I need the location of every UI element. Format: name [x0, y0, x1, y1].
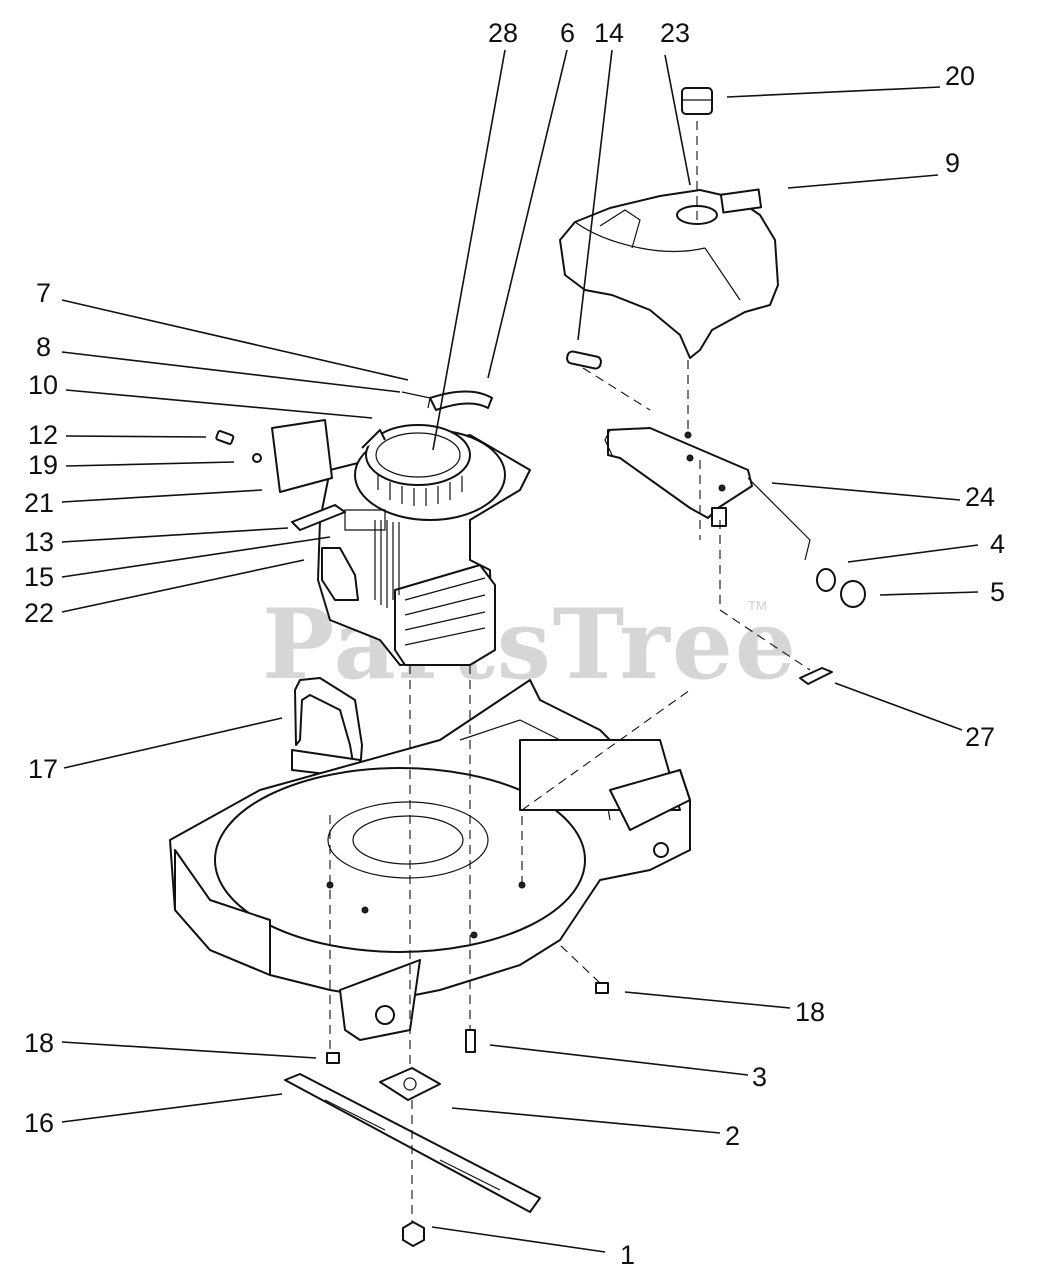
callout-9: 9 [945, 148, 960, 178]
fitting [401, 391, 431, 409]
alignment-lines [329, 118, 811, 1222]
blade-adapter [379, 1067, 441, 1101]
engine [291, 424, 531, 666]
pin [566, 350, 602, 370]
callout-6: 6 [560, 18, 575, 48]
fuel-tank [559, 87, 779, 359]
blade-slot [324, 1099, 501, 1191]
callout-7: 7 [36, 278, 51, 308]
callout-23: 23 [660, 18, 690, 48]
callout-14: 14 [594, 18, 624, 48]
callout-13: 13 [24, 527, 54, 557]
callout-27: 27 [965, 722, 995, 752]
callout-21: 21 [24, 488, 54, 518]
callout-16: 16 [24, 1108, 54, 1138]
tank-bracket [604, 427, 811, 561]
nut-front [326, 1052, 340, 1064]
callout-1: 1 [620, 1240, 635, 1270]
callout-18-rear: 18 [795, 997, 825, 1027]
blade-nut [402, 1221, 425, 1247]
callout-10: 10 [28, 370, 58, 400]
watermark-trademark: TM [748, 598, 767, 613]
callout-18-front: 18 [24, 1028, 54, 1058]
leader-lines [61, 49, 979, 1253]
callout-5: 5 [990, 577, 1005, 607]
callout-19: 19 [28, 450, 58, 480]
mower-deck [169, 679, 691, 1041]
bolt [465, 1029, 476, 1053]
nut-rear [595, 982, 609, 994]
callout-2: 2 [725, 1121, 740, 1151]
callout-22: 22 [24, 598, 54, 628]
clip [799, 667, 833, 685]
decal [719, 188, 763, 214]
callout-12: 12 [28, 420, 58, 450]
callout-8: 8 [36, 332, 51, 362]
callout-15: 15 [24, 562, 54, 592]
callout-numbers: 28 6 14 23 20 9 7 8 10 12 19 21 13 15 22… [24, 18, 1005, 1270]
lock-washer [252, 453, 262, 463]
callout-24: 24 [965, 482, 995, 512]
callout-3: 3 [752, 1062, 767, 1092]
adapter-hole [403, 1077, 417, 1091]
callout-20: 20 [945, 61, 975, 91]
callout-28: 28 [488, 18, 518, 48]
washer [816, 568, 836, 592]
knob [840, 580, 866, 608]
screw [215, 430, 235, 445]
callout-4: 4 [990, 529, 1005, 559]
plate [271, 419, 333, 493]
cable [429, 390, 493, 411]
callout-17: 17 [28, 754, 58, 784]
